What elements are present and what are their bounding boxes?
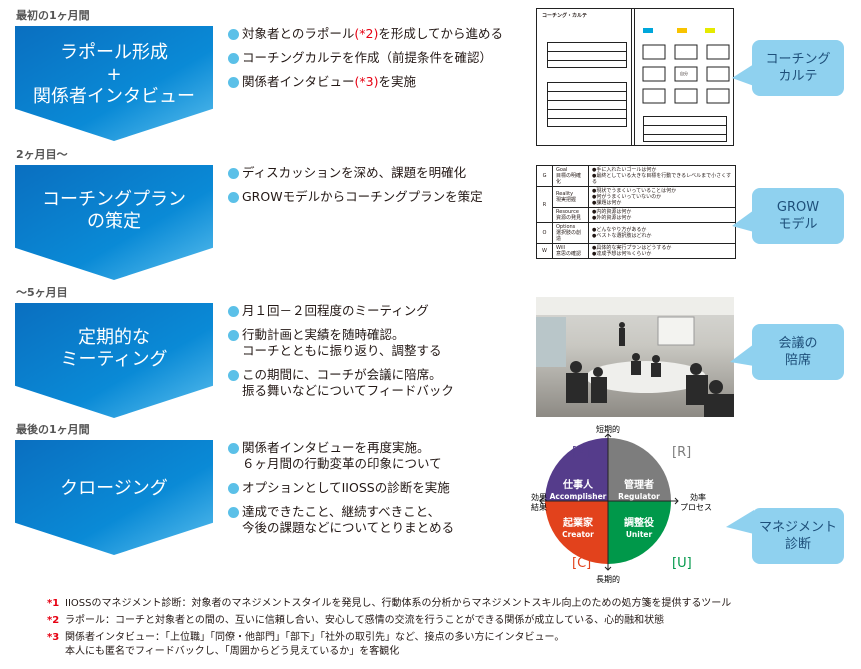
stage-3-period: 〜5ヶ月目 (16, 286, 68, 299)
quadrant-tag: [C] (572, 556, 591, 571)
stage-title-line: 関係者インタビュー (33, 86, 195, 107)
bullet-item: 月１回－２回程度のミーティング (228, 303, 454, 319)
quadrant-tag: [U] (672, 556, 692, 571)
callout-coaching-karte: コーチングカルテ (752, 40, 844, 96)
stage-2-bullets: ディスカッションを深め、課題を明確化 GROWモデルからコーチングプランを策定 (228, 165, 483, 213)
quadrant-en: Accomplisher (550, 492, 607, 501)
stage-1-chevron: ラポール形成 + 関係者インタビュー (15, 26, 213, 141)
callout-tails (726, 64, 754, 534)
bullet-item: ディスカッションを深め、課題を明確化 (228, 165, 483, 181)
axis-left-label: 効果 (531, 492, 547, 502)
stage-1-period: 最初の1ヶ月間 (16, 9, 90, 22)
stage-3-chevron: 定期的な ミーティング (15, 303, 213, 418)
quadrant-jp: 仕事人 (562, 478, 594, 491)
bullet-item: 関係者インタビュー(*3)を実施 (228, 74, 503, 90)
axis-left-label: 結果 (531, 502, 547, 512)
quadrant-tag: [A] (572, 445, 591, 460)
axis-right-label: 効率 (690, 492, 706, 502)
quadrant-c (545, 501, 608, 564)
management-quadrant-chart: 短期的 長期的 効果 結果 効率 プロセス [A] [R] [C] [U] 仕事… (531, 424, 712, 584)
stage-3-bullets: 月１回－２回程度のミーティング 行動計画と実績を随時確認。 コーチとともに振り返… (228, 303, 454, 407)
axis-bottom-label: 長期的 (596, 574, 620, 584)
bullet-item: 対象者とのラポール(*2)を形成してから進める (228, 26, 503, 42)
stage-1-bullets: 対象者とのラポール(*2)を形成してから進める コーチングカルテを作成（前提条件… (228, 26, 503, 98)
stage-4-bullets: 関係者インタビューを再度実施。 ６ヶ月間の行動変革の印象について オプションとし… (228, 440, 454, 544)
quadrant-en: Creator (562, 530, 594, 539)
bullet-item: コーチングカルテを作成（前提条件を確認） (228, 50, 503, 66)
axis-right-label: プロセス (680, 503, 712, 512)
stage-title-line: クロージング (60, 478, 168, 499)
axis-top-label: 短期的 (596, 424, 620, 434)
stage-2-chevron: コーチングプラン の策定 (15, 165, 213, 280)
bullet-item: 行動計画と実績を随時確認。 コーチとともに振り返り、調整する (228, 327, 454, 359)
karte-title: コーチング・カルテ (542, 13, 588, 19)
coaching-karte-image: コーチング・カルテ 自分 (536, 8, 734, 146)
stage-title-line: コーチングプラン (42, 189, 186, 210)
callout-management-diagnosis: マネジメント診断 (752, 508, 844, 564)
stage-title-line: ラポール形成 (60, 42, 168, 63)
quadrant-en: Uniter (626, 530, 653, 539)
stage-4-period: 最後の1ヶ月間 (16, 423, 90, 436)
bullet-item: オプションとしてIIOSSの診断を実施 (228, 480, 454, 496)
quadrant-u (608, 501, 671, 564)
callout-meeting: 会議の陪席 (752, 324, 844, 380)
meeting-photo (536, 297, 734, 417)
quadrant-jp: 管理者 (624, 478, 654, 491)
stage-title-line: 定期的な (78, 327, 150, 348)
quadrant-a (545, 438, 608, 501)
stage-2-period: 2ヶ月目〜 (16, 148, 68, 161)
quadrant-tag: [R] (672, 445, 691, 460)
stage-title-line: + (106, 64, 122, 85)
karte-center: 自分 (680, 71, 688, 76)
stage-title-line: の策定 (87, 211, 141, 232)
stage-title-line: ミーティング (60, 349, 168, 370)
stage-4-chevron: クロージング (15, 440, 213, 555)
quadrant-r (608, 438, 671, 501)
quadrant-jp: 起業家 (562, 516, 594, 529)
bullet-item: この期間に、コーチが会議に陪席。 振る舞いなどについてフィードバック (228, 367, 454, 399)
bullet-item: 関係者インタビューを再度実施。 ６ヶ月間の行動変革の印象について (228, 440, 454, 472)
quadrant-en: Regulator (618, 492, 660, 501)
bullet-item: 達成できたこと、継続すべきこと、 今後の課題などについてとりまとめる (228, 504, 454, 536)
bullet-item: GROWモデルからコーチングプランを策定 (228, 189, 483, 205)
quadrant-jp: 調整役 (624, 516, 655, 529)
